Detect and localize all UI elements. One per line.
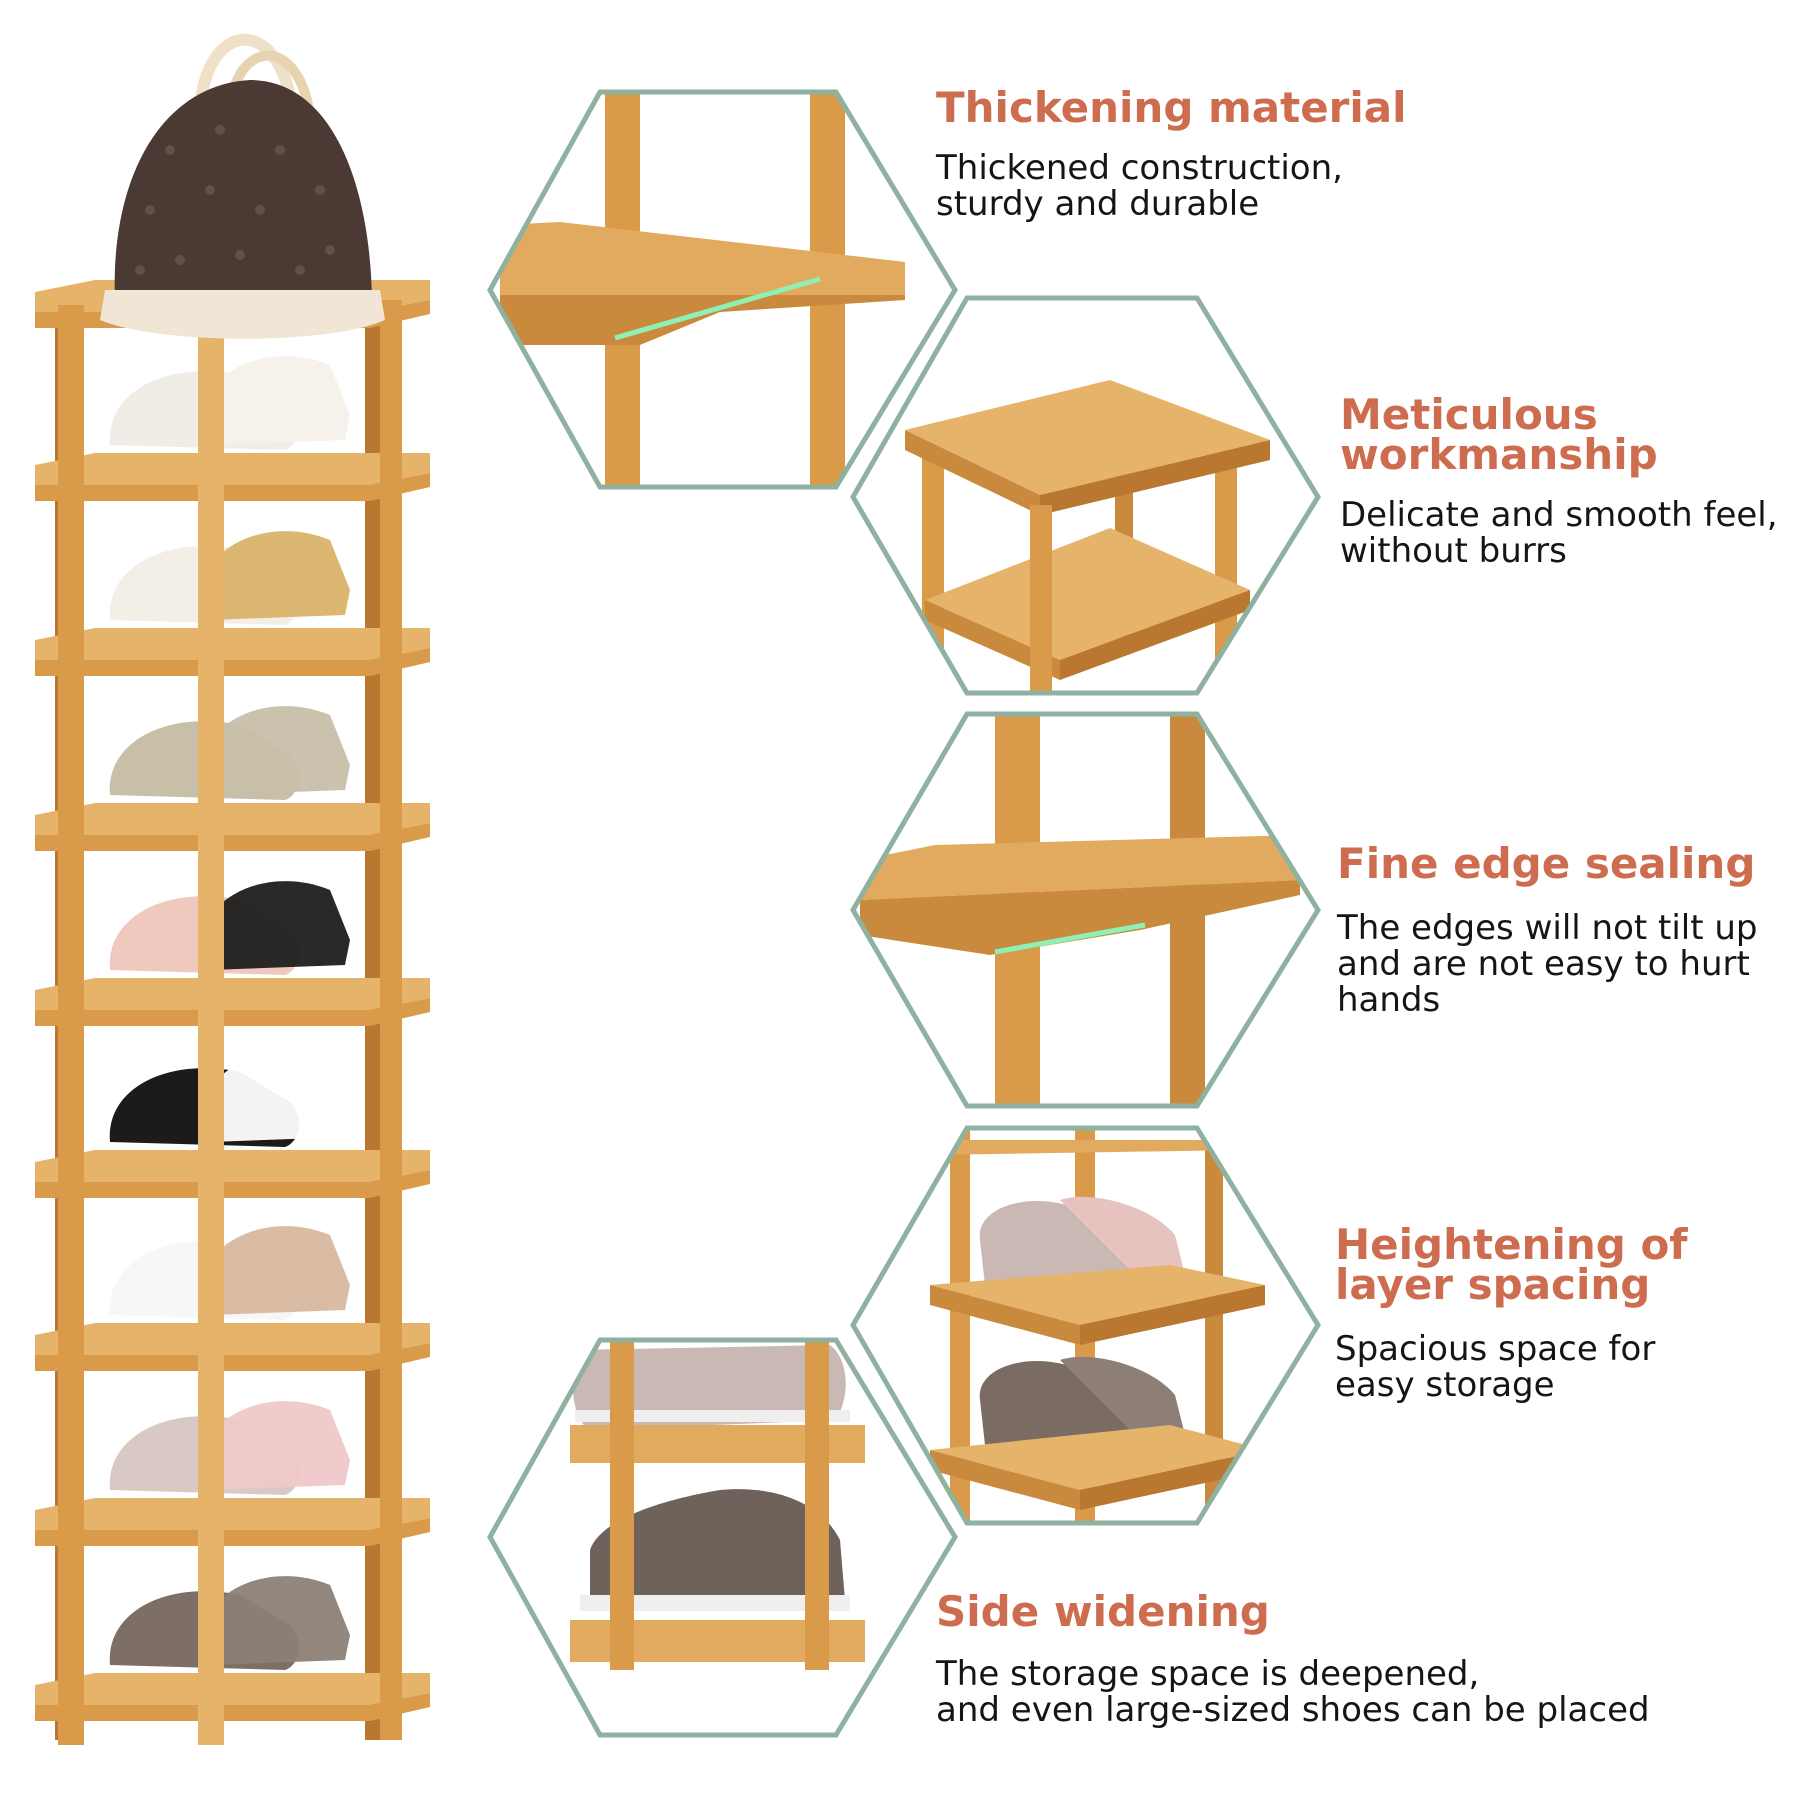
meticulous-workmanship-detail-image [850,295,1321,696]
layer-spacing-detail-image [850,1125,1321,1526]
handbag-image [100,33,385,339]
feature-title: Fine edge sealing [1337,839,1756,888]
feature-description: The edges will not tilt up and are not e… [1337,908,1758,1020]
feature-title: Side widening [936,1587,1270,1636]
hexagon-frame [850,711,1321,1109]
rack-shelf-edge [35,1343,430,1371]
hexagon-frame [487,1337,958,1738]
shoe-image [200,1401,350,1490]
feature-title: Heightening of layer spacing [1335,1220,1688,1309]
rack-shelf [35,628,430,660]
feature-description: Spacious space for easy storage [1335,1329,1656,1405]
rack-shelf-edge [35,1518,430,1546]
feature-title: Thickening material [936,83,1407,132]
shoe-image [200,531,350,620]
rack-post [198,305,224,1745]
shoe-image [200,356,350,445]
rack-shelf [35,1673,430,1705]
rack-post [58,305,84,1745]
rack-shelf-edge [35,1693,430,1721]
rack-shelf-edge [35,648,430,676]
rack-post [380,300,402,1740]
shoe-image [200,1576,350,1665]
feature-side-widening: Side widening The storage space is deepe… [936,1587,1650,1730]
rack-shelf-edge [35,1170,430,1198]
feature-thickening-material: Thickening material Thickened constructi… [936,83,1407,224]
shoe-rack-illustration [35,280,430,1745]
rack-shelf-edge [35,473,430,501]
rack-shelf [35,803,430,835]
rack-shelf [35,453,430,485]
side-widening-detail-image [487,1337,958,1738]
shoe-image [200,881,350,970]
feature-description: The storage space is deepened, and even … [936,1654,1650,1730]
feature-meticulous-workmanship: Meticulous workmanship Delicate and smoo… [1340,390,1778,571]
hexagon-frame [850,295,1321,696]
feature-layer-spacing: Heightening of layer spacing Spacious sp… [1335,1220,1688,1405]
hexagon-frame [487,89,958,490]
fine-edge-sealing-detail-image [850,711,1321,1109]
rack-shelf-edge [35,823,430,851]
feature-title: Meticulous workmanship [1340,390,1658,479]
feature-fine-edge-sealing: Fine edge sealing The edges will not til… [1337,839,1758,1020]
hexagon-frame [850,1125,1321,1526]
rack-shelf [35,978,430,1010]
shoe-image [200,1053,350,1142]
shoe-image [200,706,350,795]
rack-shelf [35,1498,430,1530]
rack-shelf [35,1150,430,1182]
thickening-material-detail-image [487,89,958,490]
shoe-image [200,1226,350,1315]
feature-description: Delicate and smooth feel, without burrs [1340,495,1778,571]
feature-description: Thickened construction, sturdy and durab… [936,148,1343,224]
rack-shelf [35,1323,430,1355]
rack-shelf-edge [35,998,430,1026]
